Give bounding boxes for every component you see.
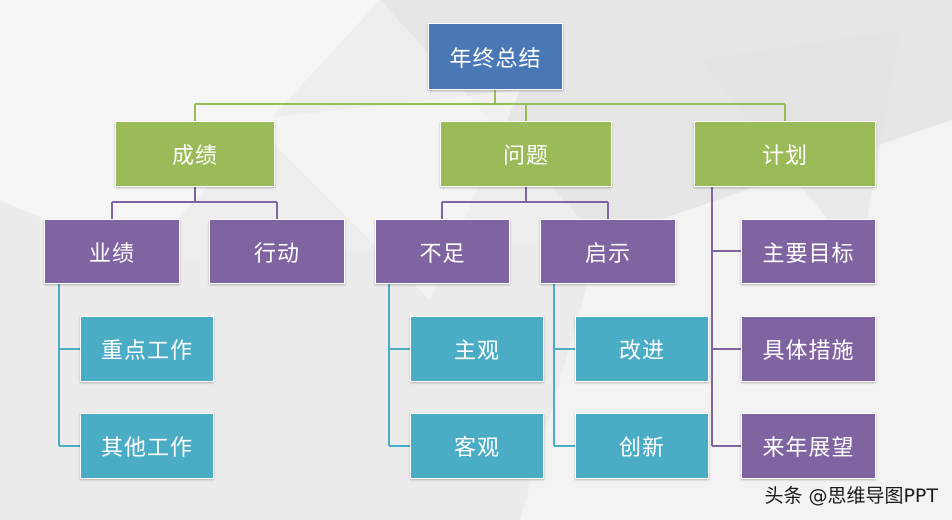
plan-item-measures: 具体措施 [741, 316, 876, 382]
leaf-key-work: 重点工作 [80, 316, 214, 382]
node-action: 行动 [209, 219, 345, 284]
leaf-innovate: 创新 [575, 413, 709, 479]
branch-problems: 问题 [440, 121, 612, 187]
plan-item-main-goals: 主要目标 [741, 219, 876, 284]
leaf-subjective: 主观 [410, 316, 544, 382]
node-insight: 启示 [540, 219, 676, 284]
branch-plan: 计划 [694, 121, 876, 187]
leaf-improve: 改进 [575, 316, 709, 382]
node-performance: 业绩 [44, 219, 180, 284]
leaf-objective: 客观 [410, 413, 544, 479]
branch-results: 成绩 [115, 121, 275, 187]
plan-item-outlook: 来年展望 [741, 413, 876, 479]
watermark: 头条 @思维导图PPT [764, 485, 938, 507]
root-node: 年终总结 [428, 23, 563, 90]
leaf-other-work: 其他工作 [80, 413, 214, 479]
node-shortfall: 不足 [375, 219, 510, 284]
